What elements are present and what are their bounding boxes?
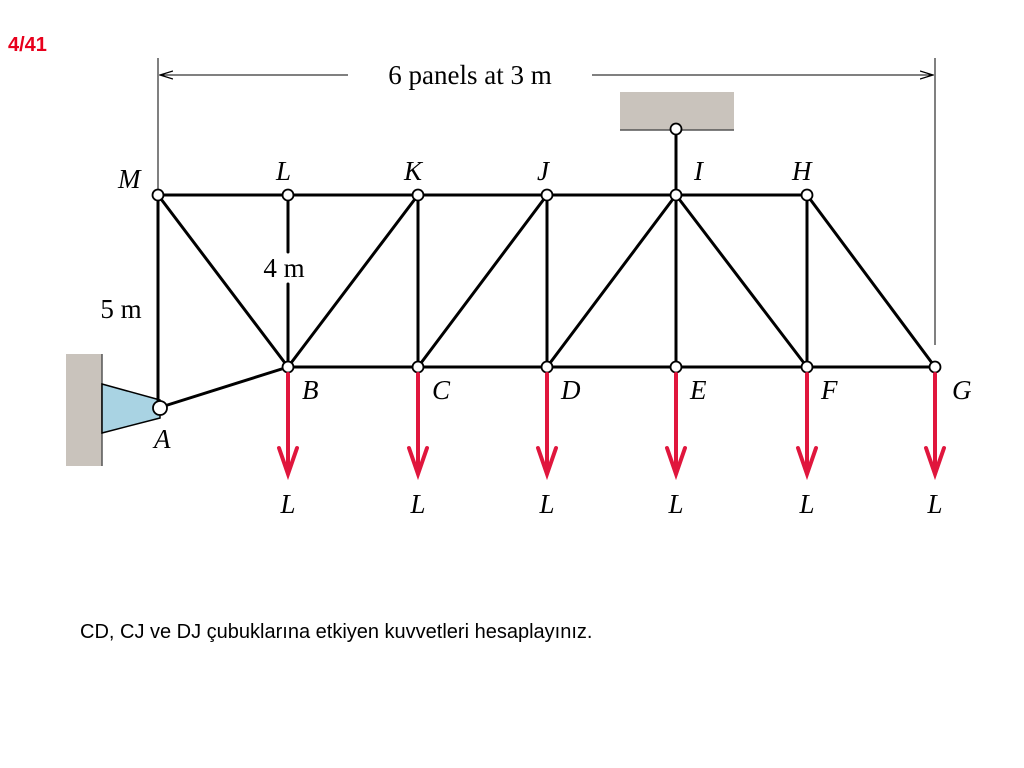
joint-label-C: C xyxy=(432,375,451,405)
joint-A xyxy=(152,400,168,416)
joint-F xyxy=(800,360,814,374)
joint-E xyxy=(669,360,683,374)
joint-L xyxy=(281,188,295,202)
joint-G xyxy=(928,360,942,374)
load-label-G: L xyxy=(926,489,942,519)
truss-diagram: 6 panels at 3 m xyxy=(66,58,972,519)
member-AB xyxy=(156,365,290,410)
load-arrow-D xyxy=(536,372,558,481)
member-HG xyxy=(805,193,937,369)
panel-height-label: 4 m xyxy=(263,253,304,283)
joint-label-D: D xyxy=(560,375,581,405)
joint-I xyxy=(669,188,683,202)
joint-M xyxy=(151,188,165,202)
pin-support-icon xyxy=(66,354,161,466)
ceiling-hanger-icon xyxy=(620,92,734,195)
member-CJ xyxy=(416,193,549,369)
joint-label-L: L xyxy=(275,156,291,186)
joint-B xyxy=(281,360,295,374)
joint-J xyxy=(540,188,554,202)
load-arrow-C xyxy=(407,372,429,481)
member-MB xyxy=(156,193,290,369)
truss-joints xyxy=(151,122,942,416)
load-label-F: L xyxy=(798,489,814,519)
load-label-B: L xyxy=(279,489,295,519)
load-arrow-E xyxy=(665,372,687,481)
member-IF xyxy=(674,193,809,369)
joint-K xyxy=(411,188,425,202)
truss-members xyxy=(156,193,937,410)
load-label-E: L xyxy=(667,489,683,519)
joint-label-M: M xyxy=(117,164,142,194)
joint-label-I: I xyxy=(693,156,705,186)
member-DI xyxy=(545,193,678,369)
joint-H xyxy=(800,188,814,202)
load-arrow-G xyxy=(924,372,946,481)
joint-label-A: A xyxy=(152,424,171,454)
joint-label-H: H xyxy=(791,156,813,186)
hanger-pin xyxy=(669,122,683,136)
joint-label-E: E xyxy=(689,375,707,405)
member-BK xyxy=(286,193,420,369)
joint-label-J: J xyxy=(537,156,551,186)
pin-bracket xyxy=(101,383,161,434)
wall-block xyxy=(66,354,102,466)
load-label-C: L xyxy=(409,489,425,519)
slide-number: 4/41 xyxy=(8,34,47,56)
load-arrow-F xyxy=(796,372,818,481)
span-dimension: 6 panels at 3 m xyxy=(157,58,936,345)
joint-label-G: G xyxy=(952,375,972,405)
joint-label-B: B xyxy=(302,375,319,405)
joint-label-F: F xyxy=(820,375,838,405)
question-text: CD, CJ ve DJ çubuklarına etkiyen kuvvetl… xyxy=(80,621,593,643)
span-dimension-label: 6 panels at 3 m xyxy=(388,60,551,90)
joint-label-K: K xyxy=(403,156,424,186)
joint-C xyxy=(411,360,425,374)
load-arrows xyxy=(277,372,946,481)
left-height-label: 5 m xyxy=(100,294,141,324)
load-label-D: L xyxy=(538,489,554,519)
joint-D xyxy=(540,360,554,374)
load-arrow-B xyxy=(277,372,299,481)
